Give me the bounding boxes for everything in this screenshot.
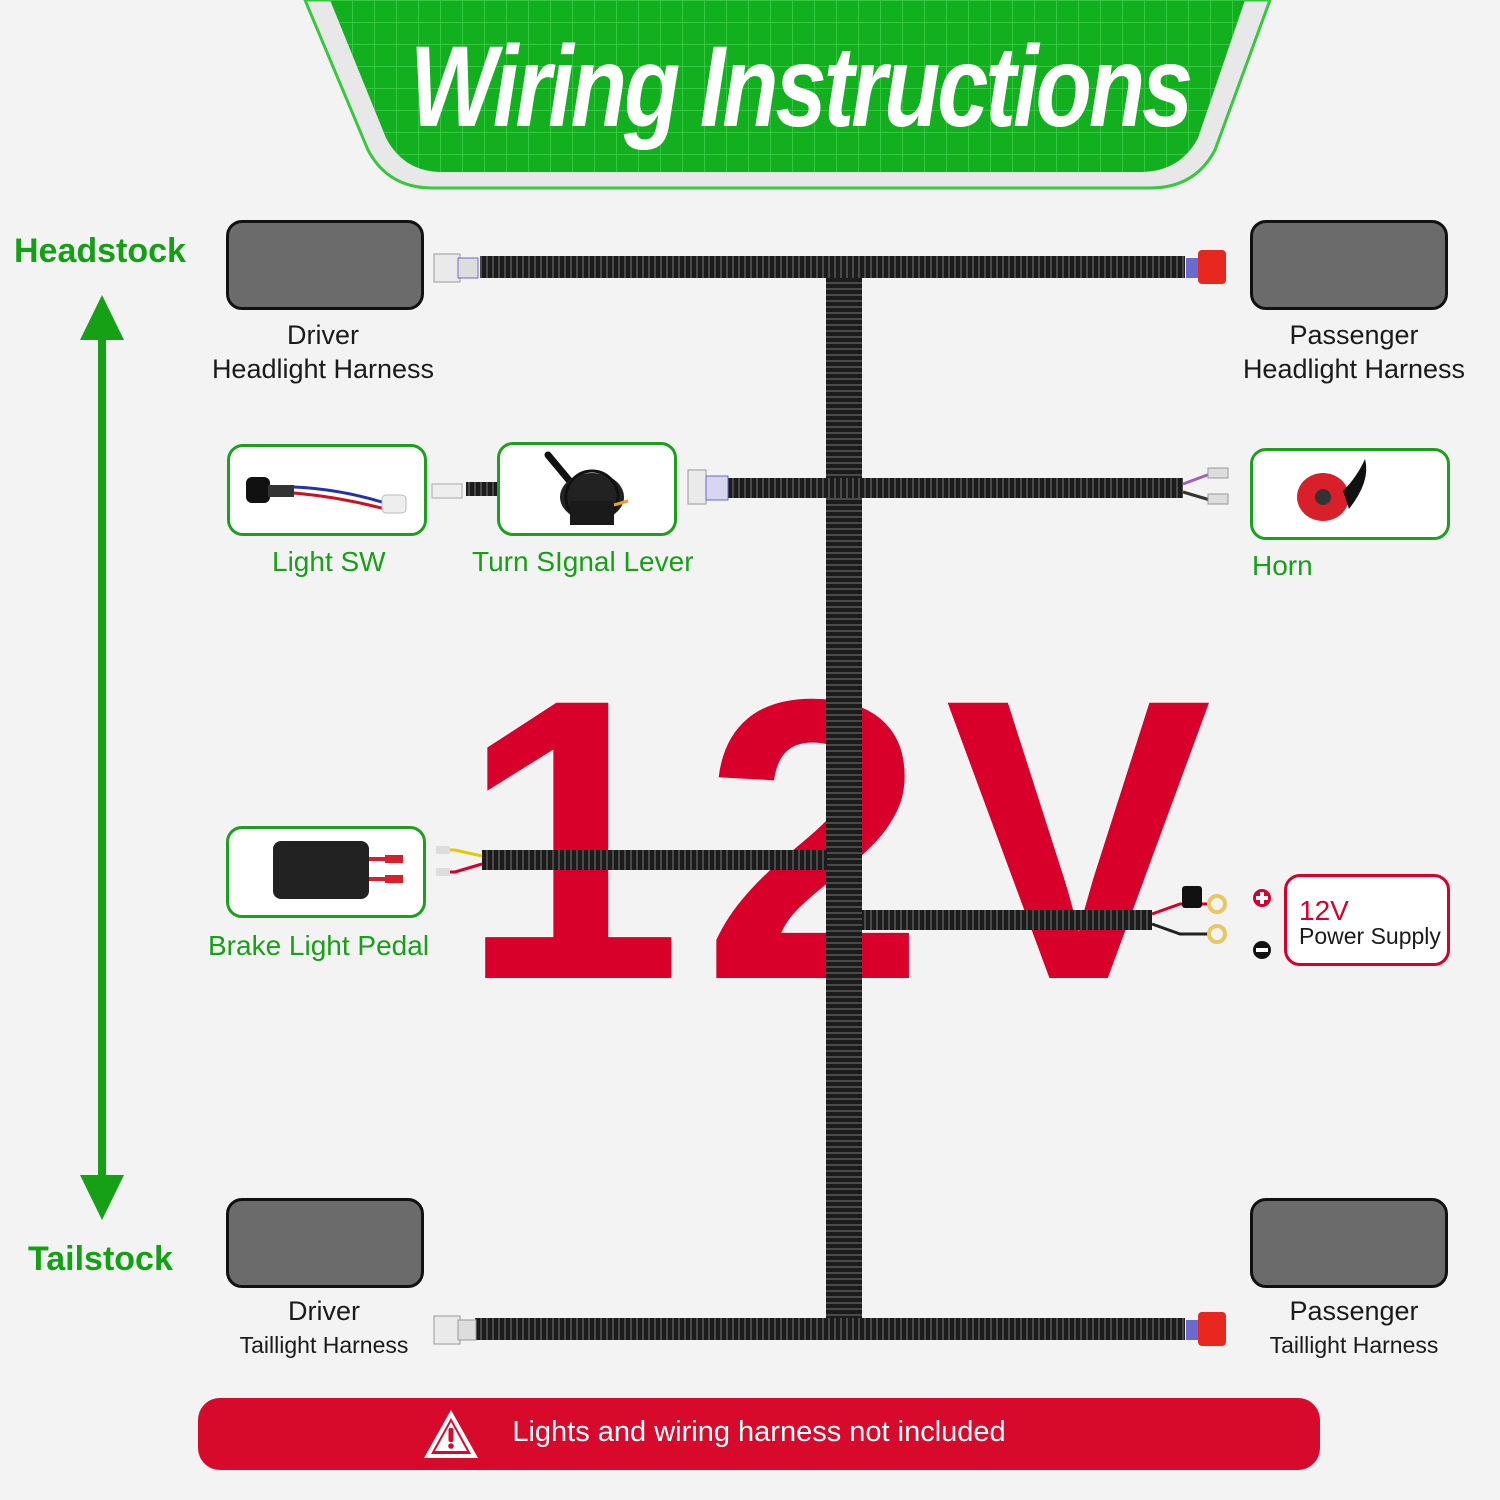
- direction-arrow-icon: [80, 295, 124, 1220]
- red-connector-icon: [1186, 1312, 1226, 1346]
- power-supply-label: Power Supply: [1299, 923, 1441, 949]
- passenger-headlight-box: [1250, 220, 1448, 310]
- headlight-cable: [480, 256, 1185, 278]
- page-title: Wiring Instructions: [409, 23, 1193, 151]
- power-terminals-icon: [1151, 886, 1227, 944]
- title-banner: [303, 0, 1272, 190]
- horn-box: [1250, 448, 1450, 540]
- light-sw-label: Light SW: [272, 546, 386, 577]
- turn-signal-box: [497, 442, 677, 536]
- driver-taillight-label: Driver Taillight Harness: [239, 1296, 409, 1358]
- horn-label: Horn: [1252, 550, 1313, 581]
- light-sw-cable: [466, 482, 498, 496]
- light-switch-icon: [246, 477, 407, 514]
- red-connector-icon: [1186, 250, 1226, 284]
- driver-headlight-box: [226, 220, 424, 310]
- brake-pedal-box: [226, 826, 426, 918]
- power-supply-box: 12V Power Supply: [1284, 874, 1450, 966]
- white-connector-icon: [433, 1315, 477, 1345]
- warning-triangle-icon: [424, 1410, 478, 1458]
- brake-switch-icon: [273, 841, 403, 899]
- passenger-taillight-box: [1250, 1198, 1448, 1288]
- driver-headlight-label: Driver Headlight Harness: [211, 320, 435, 384]
- white-connector-icon: [687, 469, 729, 505]
- negative-icon: [1253, 941, 1271, 959]
- notice-text: Lights and wiring harness not included: [512, 1416, 1006, 1448]
- passenger-taillight-label: Passenger Taillight Harness: [1269, 1296, 1439, 1358]
- turn-signal-lever-icon: [544, 451, 629, 525]
- tailstock-label: Tailstock: [28, 1240, 173, 1278]
- brake-pedal-label: Brake Light Pedal: [208, 930, 430, 961]
- brake-cable: [482, 850, 827, 870]
- power-cable: [862, 910, 1152, 930]
- horn-terminals-icon: [1182, 467, 1229, 505]
- driver-taillight-box: [226, 1198, 424, 1288]
- turn-signal-label: Turn SIgnal Lever: [472, 546, 694, 577]
- notice-bar: Lights and wiring harness not included: [198, 1398, 1320, 1470]
- switch-cable: [728, 478, 1183, 498]
- trunk-cable: [826, 262, 862, 1320]
- horn-icon: [1297, 459, 1367, 521]
- positive-icon: [1253, 889, 1271, 907]
- white-connector-icon: [431, 483, 463, 499]
- power-voltage: 12V: [1299, 895, 1349, 926]
- taillight-cable: [475, 1318, 1185, 1340]
- passenger-headlight-label: Passenger Headlight Harness: [1242, 320, 1466, 384]
- white-connector-icon: [433, 253, 479, 283]
- brake-terminals-icon: [436, 846, 483, 876]
- light-sw-box: [227, 444, 427, 536]
- headstock-label: Headstock: [14, 232, 186, 270]
- fuse-holder-icon: [1182, 886, 1202, 908]
